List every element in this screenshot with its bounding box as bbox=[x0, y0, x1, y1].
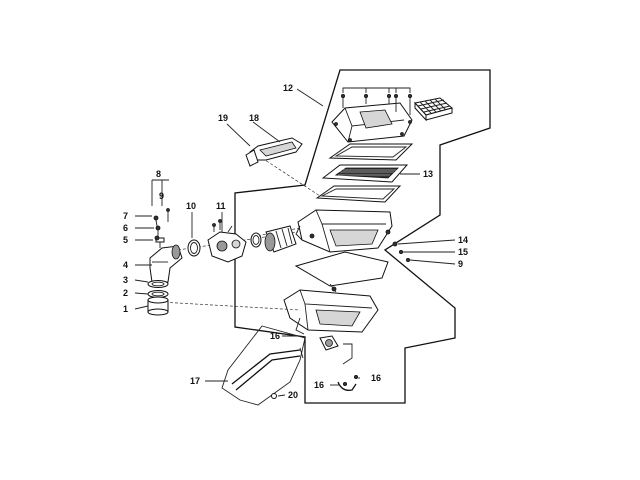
callout-11: 11 bbox=[216, 201, 226, 211]
callout-19: 19 bbox=[218, 113, 228, 123]
drain-assembly bbox=[319, 335, 358, 391]
callout-10: 10 bbox=[186, 201, 196, 211]
hose-clamp bbox=[187, 239, 201, 257]
hose-group-outline bbox=[221, 325, 306, 406]
callout-7: 7 bbox=[123, 211, 128, 221]
intake-duct bbox=[264, 225, 297, 253]
elbow-fasteners bbox=[153, 208, 170, 241]
callout-4: 4 bbox=[123, 260, 128, 270]
elbow-intake bbox=[149, 237, 183, 283]
callout-16-a: 16 bbox=[270, 331, 280, 341]
callout-16-c: 16 bbox=[371, 373, 381, 383]
breather-tube bbox=[245, 137, 303, 167]
leader-lines bbox=[134, 88, 456, 397]
callout-9-right: 9 bbox=[458, 259, 463, 269]
air-box-divider-plate bbox=[294, 251, 389, 287]
filter-cover bbox=[331, 102, 413, 143]
callout-12: 12 bbox=[283, 83, 293, 93]
callout-16-b: 16 bbox=[314, 380, 324, 390]
filter-gasket-lower bbox=[315, 185, 402, 203]
callout-17: 17 bbox=[190, 376, 200, 386]
assembly-boundary-outline bbox=[234, 69, 491, 404]
callout-1: 1 bbox=[123, 304, 128, 314]
adapter-1 bbox=[147, 296, 169, 316]
callout-13: 13 bbox=[423, 169, 433, 179]
callout-18: 18 bbox=[249, 113, 259, 123]
connector-ring bbox=[250, 232, 262, 248]
air-box-lower-housing bbox=[283, 283, 379, 335]
callout-6: 6 bbox=[123, 223, 128, 233]
intake-boot bbox=[207, 219, 247, 263]
callout-20: 20 bbox=[288, 390, 298, 400]
clamp-ring-3 bbox=[147, 280, 169, 288]
cover-screws bbox=[340, 87, 412, 115]
callout-9-left: 9 bbox=[159, 191, 164, 201]
air-box-upper-housing bbox=[295, 209, 393, 253]
callout-14: 14 bbox=[458, 235, 468, 245]
callout-labels: 12 13 14 15 9 19 18 8 9 7 6 5 4 3 2 1 10… bbox=[123, 83, 468, 400]
callout-8: 8 bbox=[156, 169, 161, 179]
callout-3: 3 bbox=[123, 275, 128, 285]
callout-2: 2 bbox=[123, 288, 128, 298]
callout-5: 5 bbox=[123, 235, 128, 245]
callout-15: 15 bbox=[458, 247, 468, 257]
air-filter-element bbox=[321, 164, 409, 183]
right-hardware bbox=[392, 241, 410, 262]
hose-17 bbox=[231, 347, 304, 399]
pre-filter-grid bbox=[414, 97, 454, 122]
clamp-ring-2 bbox=[147, 290, 169, 298]
